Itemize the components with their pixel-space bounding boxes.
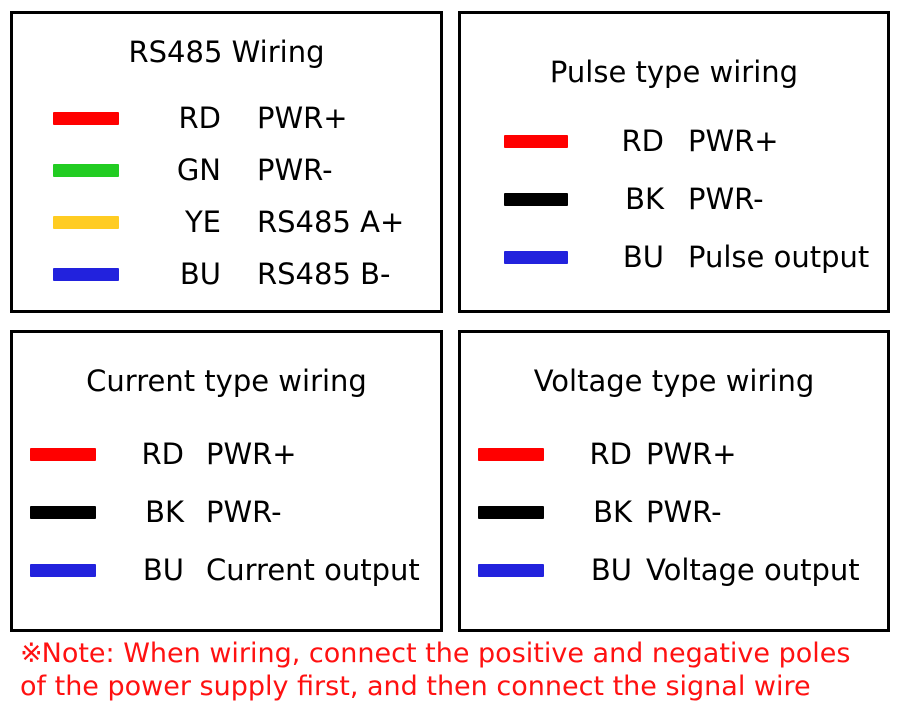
wire-color-swatch-blue — [53, 267, 119, 281]
wire-row: RD PWR+ — [461, 425, 887, 483]
wire-function-label: RS485 B- — [257, 256, 391, 291]
wire-code-label: BK — [593, 494, 632, 529]
wire-list-pulse: RD PWR+ BK PWR- BU Pulse output — [461, 112, 887, 286]
wire-color-swatch-blue — [504, 250, 568, 264]
wire-color-swatch-black — [30, 505, 96, 519]
panel-current-type-wiring: Current type wiring RD PWR+ BK PWR- BU C… — [10, 330, 443, 632]
wire-color-swatch-black — [504, 192, 568, 206]
wire-color-swatch-red — [30, 447, 96, 461]
wire-row: GN PWR- — [13, 144, 440, 196]
panel-title-pulse: Pulse type wiring — [549, 55, 799, 89]
wiring-note: ※Note: When wiring, connect the positive… — [20, 637, 890, 703]
wire-function-label: Voltage output — [646, 552, 860, 587]
wire-row: BU RS485 B- — [13, 248, 440, 300]
wire-function-label: Current output — [206, 552, 420, 587]
wire-function-label: RS485 A+ — [257, 204, 405, 239]
wire-code-label: BU — [622, 239, 664, 274]
wire-code-label: RD — [621, 123, 664, 158]
note-line-2: of the power supply first, and then conn… — [20, 671, 811, 702]
wire-color-swatch-yellow — [53, 215, 119, 229]
wire-code-label: BU — [142, 552, 184, 587]
wire-code-label: BK — [145, 494, 184, 529]
wire-function-label: Pulse output — [688, 239, 870, 274]
wire-color-swatch-red — [504, 134, 568, 148]
panel-title-current: Current type wiring — [86, 364, 367, 398]
note-line-1: ※Note: When wiring, connect the positive… — [20, 637, 890, 670]
wire-function-label: PWR+ — [257, 100, 348, 135]
wire-code-label: YE — [184, 204, 221, 239]
wire-function-label: PWR- — [688, 181, 764, 216]
wire-code-label: BU — [179, 256, 221, 291]
wire-row: BK PWR- — [461, 170, 887, 228]
wire-function-label: PWR+ — [688, 123, 779, 158]
wire-color-swatch-green — [53, 163, 119, 177]
wire-row: BU Voltage output — [461, 541, 887, 599]
panel-pulse-type-wiring: Pulse type wiring RD PWR+ BK PWR- BU Pul… — [458, 11, 890, 313]
wire-code-label: BK — [625, 181, 664, 216]
wire-code-label: BU — [590, 552, 632, 587]
wire-row: BU Pulse output — [461, 228, 887, 286]
panel-rs485-wiring: RS485 Wiring RD PWR+ GN PWR- YE RS485 A+… — [10, 11, 443, 313]
wire-code-label: RD — [178, 100, 221, 135]
wire-list-current: RD PWR+ BK PWR- BU Current output — [13, 425, 440, 599]
wire-color-swatch-blue — [30, 563, 96, 577]
panel-title-voltage: Voltage type wiring — [533, 364, 815, 398]
wire-row: RD PWR+ — [461, 112, 887, 170]
wire-row: BK PWR- — [461, 483, 887, 541]
wire-row: BK PWR- — [13, 483, 440, 541]
wire-function-label: PWR+ — [206, 436, 297, 471]
wire-list-rs485: RD PWR+ GN PWR- YE RS485 A+ BU RS485 B- — [13, 92, 440, 300]
wire-code-label: RD — [141, 436, 184, 471]
reference-mark-icon: ※ — [20, 638, 43, 669]
panel-voltage-type-wiring: Voltage type wiring RD PWR+ BK PWR- BU V… — [458, 330, 890, 632]
panel-title-rs485: RS485 Wiring — [128, 35, 325, 69]
wire-function-label: PWR- — [257, 152, 333, 187]
wire-color-swatch-red — [53, 111, 119, 125]
wire-function-label: PWR+ — [646, 436, 737, 471]
wire-code-label: GN — [176, 152, 221, 187]
wire-function-label: PWR- — [646, 494, 722, 529]
wire-row: RD PWR+ — [13, 425, 440, 483]
wire-row: BU Current output — [13, 541, 440, 599]
wire-code-label: RD — [589, 436, 632, 471]
wire-color-swatch-black — [478, 505, 544, 519]
wire-function-label: PWR- — [206, 494, 282, 529]
wire-row: YE RS485 A+ — [13, 196, 440, 248]
wire-color-swatch-blue — [478, 563, 544, 577]
wire-row: RD PWR+ — [13, 92, 440, 144]
wire-list-voltage: RD PWR+ BK PWR- BU Voltage output — [461, 425, 887, 599]
wire-color-swatch-red — [478, 447, 544, 461]
note-text-1: Note: When wiring, connect the positive … — [41, 638, 851, 669]
